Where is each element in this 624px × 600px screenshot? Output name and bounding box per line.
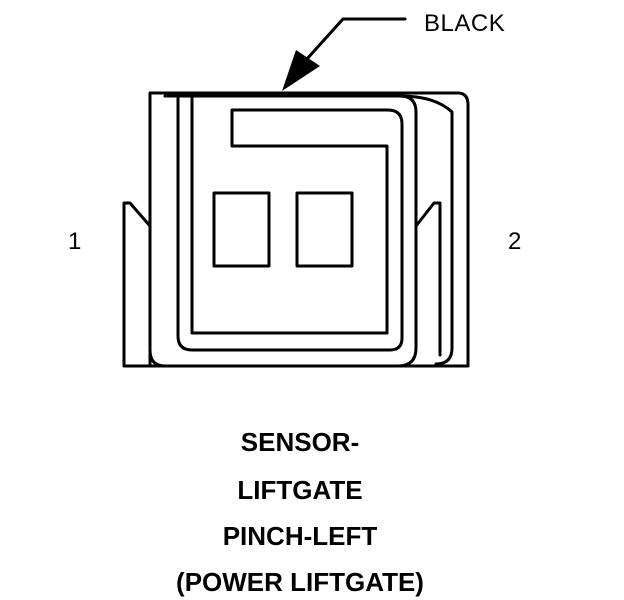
right-latch <box>414 201 442 357</box>
pin-1-label: 1 <box>68 228 82 255</box>
connector-inner-frame <box>176 94 404 352</box>
left-latch <box>122 201 152 368</box>
connector-keyway <box>190 94 390 335</box>
wire-color-label: BLACK <box>424 10 506 37</box>
callout-arrowhead <box>282 50 320 91</box>
connector-rear-edge <box>398 94 454 366</box>
connector-front-face <box>148 94 418 368</box>
connector-outer-housing <box>148 91 470 368</box>
title-line-4: (POWER LIFTGATE) <box>176 567 424 597</box>
pin-2-label: 2 <box>508 228 522 255</box>
terminal-cavity-1 <box>212 191 271 268</box>
callout-leader-line <box>304 17 407 62</box>
title-line-2: LIFTGATE <box>237 475 363 505</box>
title-line-1: SENSOR- <box>240 427 360 457</box>
terminal-cavity-2 <box>295 191 354 268</box>
title-line-3: PINCH-LEFT <box>222 521 378 551</box>
